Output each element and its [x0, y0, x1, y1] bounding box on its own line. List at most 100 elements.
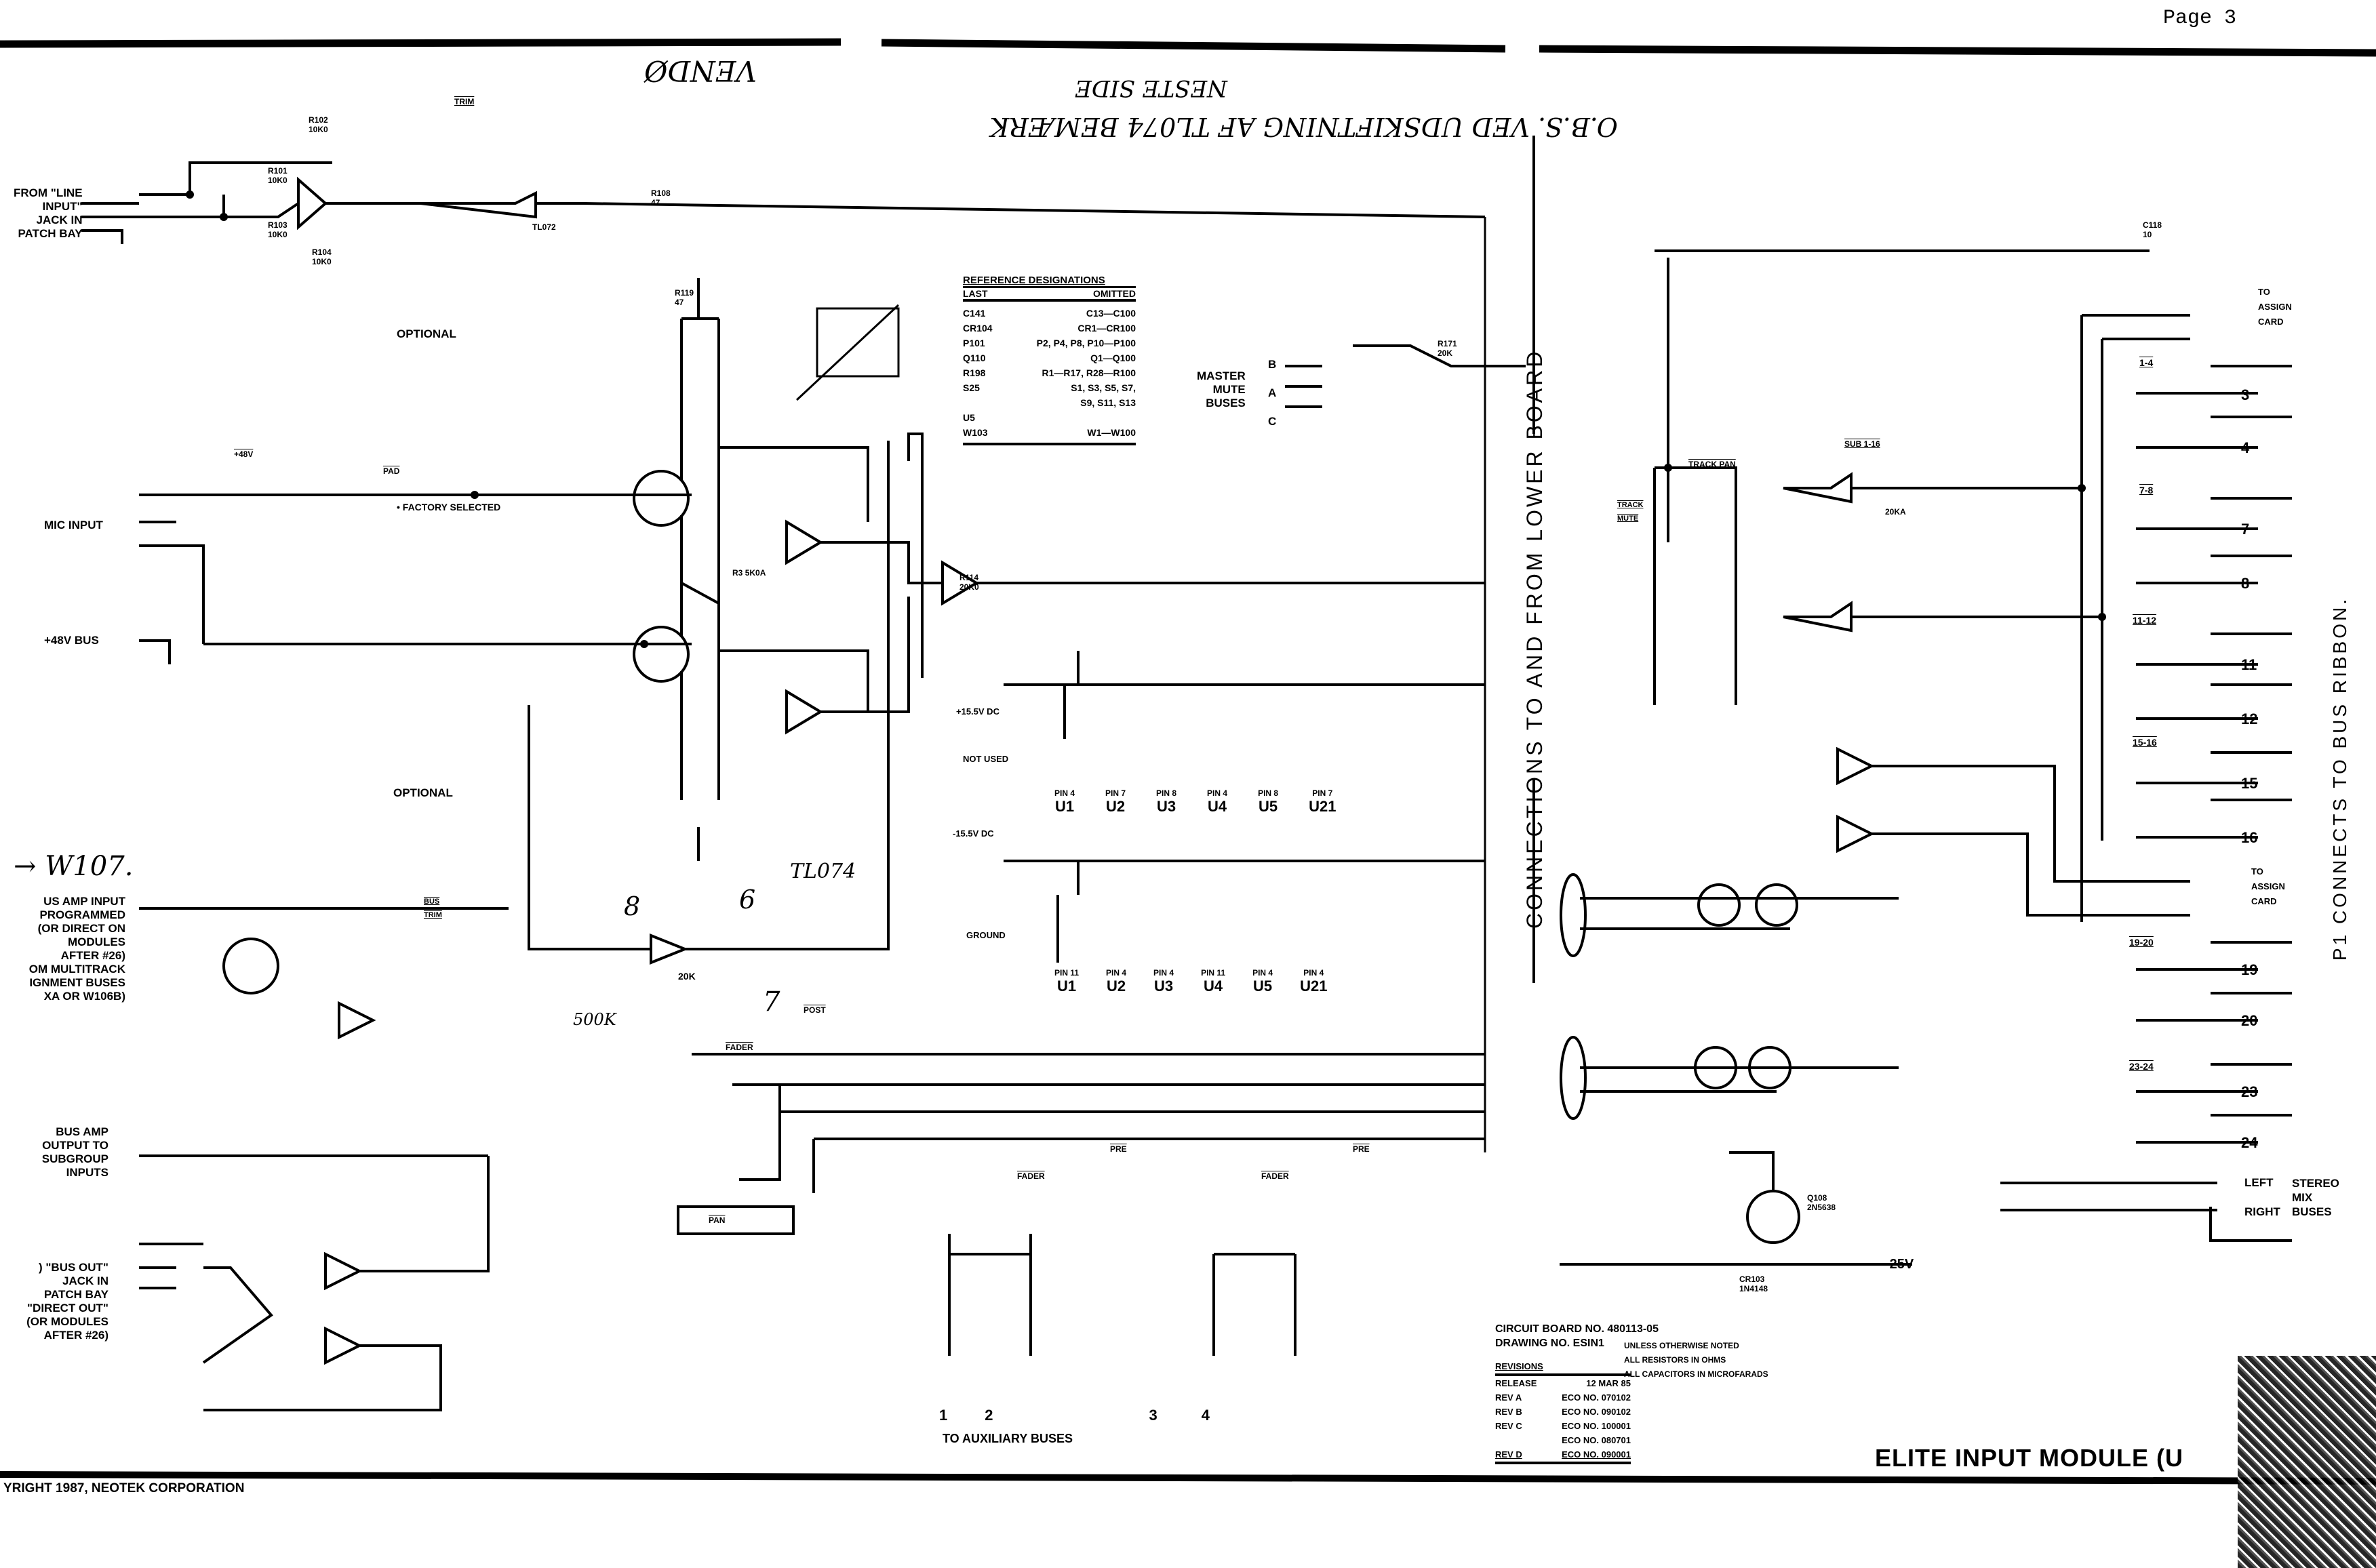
mute-bus-c: C [1268, 415, 1277, 428]
bus-out-20: 20 [2241, 1012, 2258, 1029]
ref-col-last: LAST [963, 288, 988, 299]
handwritten-pin-6: 6 [739, 885, 756, 914]
neg-25v-label: -25V [1885, 1257, 1914, 1272]
ref-col-omitted: OMITTED [1093, 288, 1136, 299]
bus-out-16: 16 [2241, 829, 2258, 846]
neg-supply-label: -15.5V DC [953, 828, 994, 839]
drawing-number: DRAWING NO. ESIN1 [1495, 1338, 1604, 1349]
phantom-bus-label: +48V BUS [44, 634, 99, 647]
page-number: Page 3 [2163, 7, 2237, 30]
bus-out-12: 12 [2241, 710, 2258, 727]
ref-row: U5 [963, 412, 975, 423]
bus-group-7-8: 7-8 [2139, 485, 2154, 496]
copyright-notice: YRIGHT 1987, NEOTEK CORPORATION [3, 1481, 245, 1495]
stereo-left-label: LEFT [2244, 1176, 2274, 1189]
switch-label-pad: PAD [383, 466, 400, 476]
mute-bus-a: A [1268, 386, 1277, 399]
bus-group-1-4: 1-4 [2139, 357, 2154, 368]
ref-table-title: REFERENCE DESIGNATIONS [963, 275, 1136, 288]
mute-bus-b: B [1268, 358, 1277, 371]
bus-out-8: 8 [2241, 575, 2250, 592]
bus-group-23-24: 23-24 [2129, 1061, 2154, 1072]
lower-board-connections-label: CONNECTIONS TO AND FROM LOWER BOARD [1522, 348, 1547, 929]
aux-bus-3: 3 [1149, 1407, 1157, 1424]
bus-ribbon-label: P1 CONNECTS TO BUS RIBBON. [2329, 597, 2350, 961]
switch-label-post: POST [804, 1005, 826, 1015]
component-label-u5: TL072 [532, 222, 556, 232]
scan-artifact [2238, 1356, 2376, 1568]
aux-bus-numbers: 1 2 3 4 [939, 1407, 1346, 1424]
pos-supply-label: +15.5V DC [956, 706, 999, 717]
aux-bus-2: 2 [985, 1407, 993, 1424]
switch-label-pre-s22: PRE [1353, 1144, 1370, 1154]
switch-label-fader-s23: FADER [1261, 1171, 1289, 1181]
bus-out-19: 19 [2241, 961, 2258, 978]
handwritten-pin-7: 7 [763, 986, 780, 1018]
aux-bus-1: 1 [939, 1407, 948, 1424]
optional-label-top: OPTIONAL [397, 327, 456, 340]
handwritten-note-500k: 500K [573, 1010, 616, 1029]
trim-label: TRIM [454, 97, 475, 106]
bus-out-23: 23 [2241, 1083, 2258, 1100]
handwritten-note-tl074: TL074 [790, 860, 856, 883]
ref-row: S9, S11, S13 [1080, 397, 1136, 408]
bus-out-7: 7 [2241, 521, 2250, 538]
component-label-u1: 20KA [1885, 507, 1906, 517]
circuit-board-number: CIRCUIT BOARD NO. 480113-05 [1495, 1323, 1659, 1335]
mic-input-label: MIC INPUT [44, 519, 103, 531]
bus-group-19-20: 19-20 [2129, 937, 2154, 948]
ground-label: GROUND [966, 930, 1006, 940]
bus-out-11: 11 [2241, 656, 2257, 673]
handwritten-note-w107: → W107. [14, 851, 134, 882]
board-info: CIRCUIT BOARD NO. 480113-05 DRAWING NO. … [1495, 1322, 1659, 1350]
not-used-label: NOT USED [963, 754, 1009, 764]
switch-label-track-mute: TRACK MUTE [1617, 501, 1644, 523]
switch-label-fader-s21: FADER [1017, 1171, 1045, 1181]
bus-group-15-16: 15-16 [2133, 737, 2157, 748]
factory-selected-note: • FACTORY SELECTED [397, 502, 501, 512]
bus-trim-label: BUS TRIM [424, 898, 442, 919]
revision-row: ECO NO. 080701 [1562, 1435, 1631, 1445]
stereo-right-label: RIGHT [2244, 1205, 2280, 1218]
bus-out-3: 3 [2241, 386, 2250, 403]
bus-out-label: ) "BUS OUT"JACK IN PATCH BAY"DIRECT OUT"… [26, 1261, 108, 1342]
bus-out-15: 15 [2241, 775, 2258, 792]
bus-out-24: 24 [2241, 1134, 2258, 1151]
aux-bus-4: 4 [1201, 1407, 1210, 1424]
bus-out-4: 4 [2241, 439, 2250, 456]
bus-group-11-12: 11-12 [2133, 615, 2157, 626]
optional-label-bottom: OPTIONAL [393, 786, 453, 799]
switch-label-sub-1-16: SUB 1-16 [1844, 439, 1880, 449]
switch-label-pre-s20: PRE [1110, 1144, 1127, 1154]
drawing-title: ELITE INPUT MODULE (U [1875, 1444, 2183, 1472]
